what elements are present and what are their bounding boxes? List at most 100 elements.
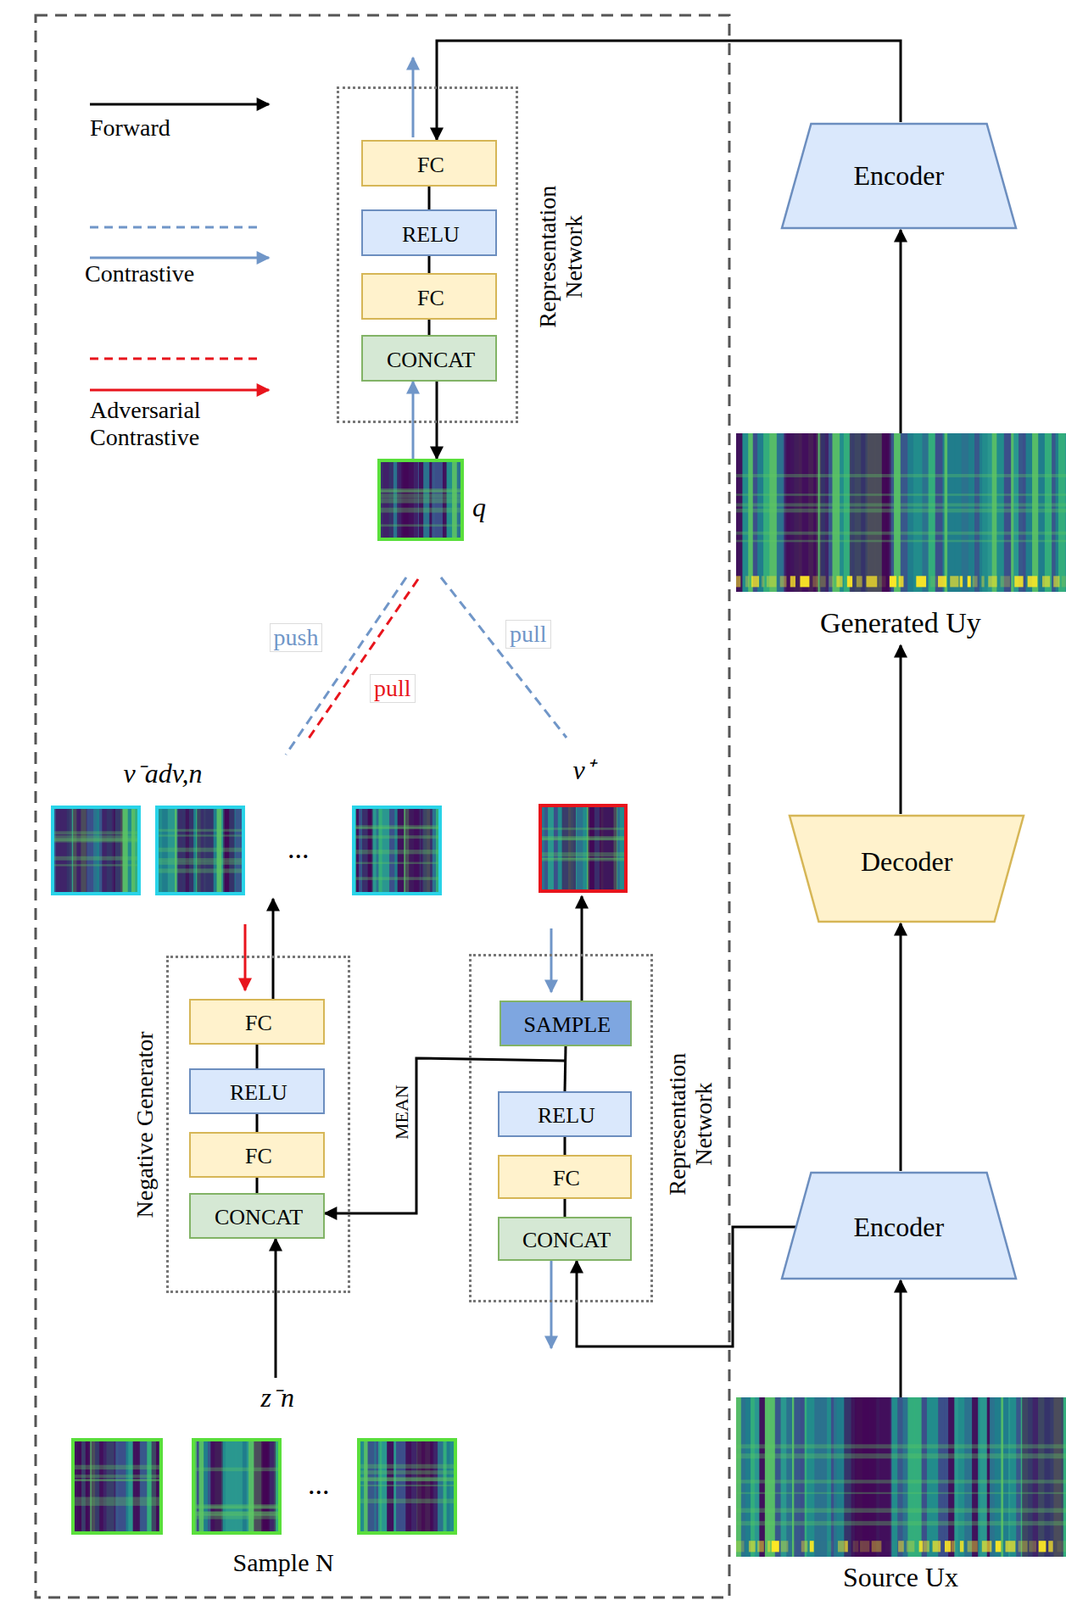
layer-box: FC xyxy=(361,139,497,187)
layer-box: RELU xyxy=(497,1091,632,1138)
spectrogram-image xyxy=(357,1438,458,1535)
block-label: Decoder xyxy=(860,846,953,878)
contrastive-link xyxy=(440,577,567,738)
flow-arrow xyxy=(435,381,439,459)
network-block: Negative GeneratorFCRELUFCCONCAT xyxy=(166,955,351,1294)
flow-arrow xyxy=(563,1137,567,1156)
spectrogram-image xyxy=(736,433,1066,592)
block-heading: Representation Network xyxy=(664,1031,718,1218)
spectrogram-label: v⁻adv,n xyxy=(123,758,203,790)
layer-label: FC xyxy=(417,152,445,179)
flow-arrow xyxy=(899,1280,903,1398)
spectrogram-image xyxy=(155,805,246,896)
spectrogram-image xyxy=(71,1438,163,1535)
encoder-trapezoid: Encoder xyxy=(780,122,1018,230)
flow-arrow xyxy=(256,1177,259,1194)
spectrogram-group: q xyxy=(377,458,497,544)
edge-label: pull xyxy=(505,619,552,649)
block-heading: Negative Generator xyxy=(132,997,159,1252)
legend-text: Forward xyxy=(89,114,171,142)
layer-box: FC xyxy=(189,999,325,1045)
layer-label: RELU xyxy=(537,1103,596,1129)
flow-arrow xyxy=(564,1046,566,1092)
spectrogram-image xyxy=(736,1397,1066,1558)
legend-text: Contrastive xyxy=(84,260,195,288)
layer-box: CONCAT xyxy=(497,1216,632,1262)
spectrogram-group: Source Ux xyxy=(736,1397,1066,1598)
flow-arrow xyxy=(274,1239,278,1379)
spectrogram-group: v⁺ xyxy=(534,742,632,897)
layer-box: FC xyxy=(361,273,497,320)
legend-contrastive-arrow xyxy=(89,256,269,260)
decoder-trapezoid: Decoder xyxy=(787,814,1026,924)
spectrogram-group: Generated Uy xyxy=(736,433,1066,646)
dashed-region xyxy=(35,15,730,1598)
flow-arrow xyxy=(563,1199,567,1217)
contrastive-link xyxy=(285,577,407,755)
flow-arrow xyxy=(428,186,431,210)
flow-arrow xyxy=(899,923,903,1172)
flow-arrow xyxy=(256,1114,259,1133)
legend-adversarial-arrow xyxy=(89,389,269,392)
spectrogram-image xyxy=(50,805,141,896)
layer-label: SAMPLE xyxy=(524,1012,612,1039)
block-label: Encoder xyxy=(853,160,945,192)
spectrogram-image xyxy=(351,805,442,896)
flow-arrow xyxy=(580,896,584,1001)
legend-text: Adversarial Contrastive xyxy=(89,396,260,452)
spectrogram-image xyxy=(377,458,464,542)
layer-box: SAMPLE xyxy=(499,1000,632,1047)
flow-arrow xyxy=(899,229,903,434)
contrastive-link xyxy=(306,579,419,743)
layer-label: RELU xyxy=(401,222,460,248)
layer-label: CONCAT xyxy=(214,1205,303,1231)
layer-label: CONCAT xyxy=(522,1227,611,1254)
spectrogram-label: Sample N xyxy=(233,1548,335,1579)
spectrogram-group: v⁻adv,n... xyxy=(46,754,446,899)
flow-arrow xyxy=(272,898,275,1000)
spectrogram-label: ... xyxy=(307,1467,330,1502)
contrastive-out-arrow xyxy=(412,57,415,138)
encoder-trapezoid: Encoder xyxy=(780,1171,1018,1281)
edge-label: push xyxy=(269,623,324,653)
flow-arrow xyxy=(899,645,903,815)
flow-arrow xyxy=(550,928,553,993)
layer-box: RELU xyxy=(189,1068,325,1115)
edge-label: pull xyxy=(369,674,416,704)
network-block: Representation NetworkSAMPLERELUFCCONCAT xyxy=(468,954,653,1303)
layer-label: FC xyxy=(245,1144,273,1170)
spectrogram-group: z⁻n... Sample N xyxy=(67,1378,465,1582)
spectrogram-image xyxy=(191,1438,282,1535)
layer-box: FC xyxy=(497,1155,632,1200)
spectrogram-label: v⁺ xyxy=(573,754,595,787)
contrastive-out-arrow xyxy=(550,1258,553,1349)
flow-arrow xyxy=(428,256,431,274)
layer-label: CONCAT xyxy=(386,347,475,374)
network-block: Representation NetworkFCRELUFCCONCAT xyxy=(336,86,519,424)
layer-label: FC xyxy=(417,285,445,312)
layer-box: RELU xyxy=(361,209,497,257)
layer-label: FC xyxy=(245,1010,273,1037)
spectrogram-label: ... xyxy=(287,831,310,866)
spectrogram-label: z⁻n xyxy=(261,1382,295,1414)
spectrogram-image xyxy=(538,803,628,893)
flow-arrow xyxy=(412,381,415,459)
layer-box: FC xyxy=(189,1132,325,1178)
layer-box: CONCAT xyxy=(189,1193,325,1240)
legend-adversarial-dash xyxy=(89,357,259,361)
flow-arrow xyxy=(256,1044,259,1069)
spectrogram-label: Generated Uy xyxy=(820,606,982,640)
spectrogram-label: Source Ux xyxy=(842,1562,959,1594)
spectrogram-label: q xyxy=(472,491,486,524)
block-heading: Representation Network xyxy=(535,163,588,351)
edge-label: MEAN xyxy=(390,1082,412,1142)
legend-contrastive-dash xyxy=(89,226,259,229)
layer-label: RELU xyxy=(229,1080,288,1106)
flow-arrow xyxy=(428,319,431,335)
layer-box: CONCAT xyxy=(361,334,497,382)
layer-label: FC xyxy=(552,1166,581,1192)
block-label: Encoder xyxy=(853,1211,945,1244)
